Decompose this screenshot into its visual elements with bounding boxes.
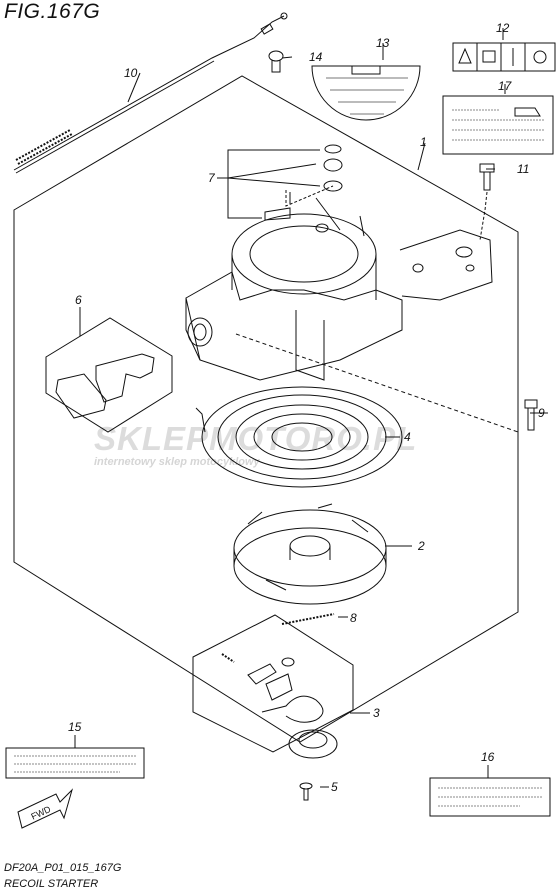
callout-14: 14 (309, 50, 323, 64)
starter-lock-cable-drawing (13, 12, 288, 174)
callout-6: 6 (75, 293, 82, 307)
reel-drawing (233, 503, 387, 605)
callout-8: 8 (350, 611, 357, 625)
ratchet-group-outline (192, 614, 354, 753)
cable-clamp-drawing (268, 50, 284, 73)
label-15-drawing (5, 747, 145, 779)
starter-lock-parts-drawing (264, 144, 343, 221)
handle-group-outline (45, 317, 173, 433)
callout-16: 16 (481, 750, 495, 764)
label-16-drawing (429, 777, 551, 817)
manual-starter-label-drawing (311, 65, 421, 121)
bolt-9-drawing (524, 399, 538, 431)
callout-13: 13 (376, 36, 390, 50)
callout-17: 17 (498, 79, 513, 93)
oil-label-drawing (442, 95, 554, 155)
housing-drawing (185, 192, 493, 381)
callout-3: 3 (373, 706, 380, 720)
callout-7: 7 (208, 171, 216, 185)
watermark-sub: internetowy sklep motocyklowy (94, 456, 260, 468)
recoil-spring-drawing (195, 386, 403, 488)
screw-5-drawing (299, 782, 313, 801)
return-spring-drawing (281, 613, 335, 625)
callout-12: 12 (496, 21, 510, 35)
callout-1: 1 (420, 135, 427, 149)
callout-4: 4 (404, 430, 411, 444)
assembly-outline (13, 75, 519, 743)
fig-title: FIG.167G (4, 0, 101, 23)
fwd-arrow (17, 788, 74, 829)
footer-code: DF20A_P01_015_167G (4, 862, 122, 874)
footer-name: RECOIL STARTER (4, 878, 99, 890)
caution-label-drawing (452, 42, 556, 72)
callout-11: 11 (517, 162, 529, 176)
callout-5: 5 (331, 780, 338, 794)
callout-15: 15 (68, 720, 82, 734)
leader-lines (74, 28, 548, 788)
bolt-11-drawing (479, 163, 495, 241)
callout-9: 9 (538, 406, 545, 420)
callout-2: 2 (417, 539, 425, 553)
ratchet-set-drawing (221, 653, 338, 759)
watermark-main: SKLEPMOTORO.PL (94, 420, 418, 457)
callout-10: 10 (124, 66, 138, 80)
starter-handle-drawing (55, 353, 155, 419)
